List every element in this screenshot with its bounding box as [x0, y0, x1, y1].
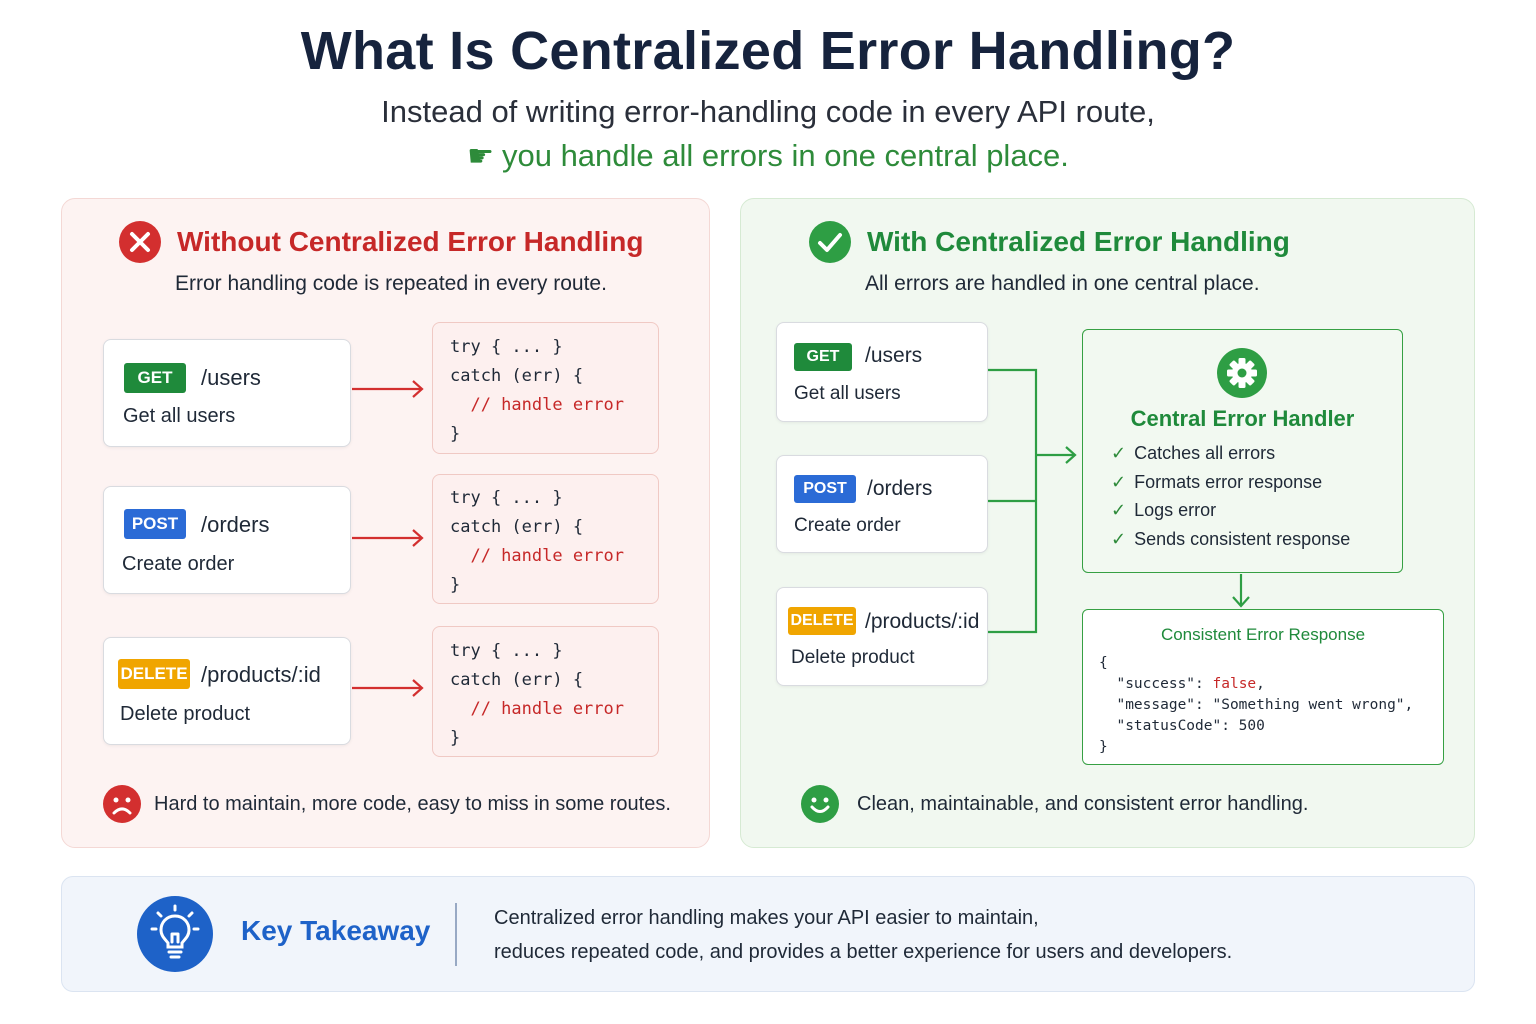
- route-card-post-orders[interactable]: POST /orders Create order: [776, 455, 988, 553]
- takeaway-title: Key Takeaway: [241, 915, 431, 946]
- divider: [455, 903, 457, 966]
- route-path: /orders: [867, 477, 933, 500]
- code-line: catch (err) {: [450, 366, 584, 386]
- page-subtitle: Instead of writing error-handling code i…: [381, 94, 1155, 129]
- code-block-try-catch: try { ... } catch (err) { // handle erro…: [432, 474, 659, 604]
- code-line: catch (err) {: [450, 670, 584, 690]
- route-card-delete-product[interactable]: DELETE /products/:id Delete product: [776, 587, 988, 686]
- code-comment: // handle error: [450, 395, 624, 415]
- handler-title: Central Error Handler: [1130, 406, 1355, 431]
- route-description: Get all users: [794, 383, 901, 404]
- without-footnote: Hard to maintain, more code, easy to mis…: [154, 793, 671, 815]
- code-line: }: [450, 728, 461, 748]
- handler-item-label: Sends consistent response: [1134, 529, 1351, 549]
- json-message-line: "message": "Something went wrong",: [1099, 697, 1414, 713]
- takeaway-line: reduces repeated code, and provides a be…: [494, 941, 1233, 963]
- green-connector: [988, 368, 1250, 634]
- method-badge-get: GET: [124, 363, 186, 393]
- route-description: Create order: [794, 515, 901, 536]
- code-line: try { ... }: [450, 641, 563, 661]
- checkmark-icon: ✓: [1111, 472, 1127, 492]
- method-badge-delete: DELETE: [788, 607, 856, 635]
- red-arrow: [352, 380, 424, 398]
- route-card-delete-product[interactable]: DELETE /products/:id Delete product: [103, 637, 351, 745]
- with-title: With Centralized Error Handling: [867, 226, 1290, 257]
- route-path: /users: [865, 344, 923, 367]
- handler-item-label: Catches all errors: [1134, 443, 1276, 463]
- without-subtitle: Error handling code is repeated in every…: [175, 272, 607, 295]
- checkmark-icon: ✓: [1111, 529, 1127, 549]
- with-subtitle: All errors are handled in one central pl…: [865, 272, 1260, 295]
- method-badge-post: POST: [794, 475, 856, 503]
- method-badge-get: GET: [794, 343, 852, 371]
- code-comment: // handle error: [450, 699, 624, 719]
- response-title: Consistent Error Response: [1160, 625, 1366, 644]
- subtitle-emphasis-text: you handle all errors in one central pla…: [501, 138, 1069, 173]
- central-error-handler: Central Error Handler ✓ Catches all error…: [1082, 329, 1403, 573]
- check-circle-icon: [809, 221, 851, 263]
- without-title: Without Centralized Error Handling: [177, 226, 644, 257]
- route-path: /orders: [201, 512, 270, 537]
- checkmark-icon: ✓: [1111, 443, 1127, 463]
- code-line: }: [450, 424, 461, 444]
- route-path: /products/:id: [865, 610, 980, 633]
- lightbulb-icon: [137, 896, 213, 972]
- json-success-line: "success": false,: [1099, 676, 1265, 692]
- code-block-try-catch: try { ... } catch (err) { // handle erro…: [432, 322, 659, 454]
- handler-item: ✓ Sends consistent response: [1111, 529, 1350, 550]
- code-line: try { ... }: [450, 337, 563, 357]
- json-status-line: "statusCode": 500: [1099, 718, 1265, 734]
- handler-item-label: Formats error response: [1134, 472, 1323, 492]
- route-description: Get all users: [123, 405, 236, 427]
- route-path: /products/:id: [201, 662, 321, 687]
- route-card-get-users[interactable]: GET /users Get all users: [776, 322, 988, 422]
- handler-item: ✓ Catches all errors: [1111, 443, 1275, 464]
- pointing-hand-icon: ☛: [467, 140, 494, 173]
- gear-icon: [1217, 348, 1267, 398]
- method-badge-post: POST: [124, 509, 186, 539]
- code-line: catch (err) {: [450, 517, 584, 537]
- red-arrow: [352, 529, 424, 547]
- code-line: }: [450, 575, 461, 595]
- code-line: try { ... }: [450, 488, 563, 508]
- json-false-value: false: [1212, 676, 1257, 692]
- sad-face-icon: [103, 785, 141, 823]
- route-card-post-orders[interactable]: POST /orders Create order: [103, 486, 351, 594]
- consistent-error-response: Consistent Error Response { "success": f…: [1082, 609, 1444, 765]
- route-description: Create order: [122, 553, 235, 575]
- route-card-get-users[interactable]: GET /users Get all users: [103, 339, 351, 447]
- page-subtitle-emphasis: ☛you handle all errors in one central pl…: [0, 138, 1536, 174]
- key-takeaway: Key Takeaway Centralized error handling …: [61, 876, 1475, 992]
- code-comment: // handle error: [450, 546, 624, 566]
- page-title: What Is Centralized Error Handling?: [300, 21, 1236, 81]
- takeaway-line: Centralized error handling makes your AP…: [494, 907, 1039, 929]
- red-arrow: [352, 679, 424, 697]
- handler-item: ✓ Formats error response: [1111, 472, 1322, 493]
- method-badge-delete: DELETE: [118, 659, 190, 689]
- smile-face-icon: [801, 785, 839, 823]
- route-description: Delete product: [120, 703, 251, 725]
- route-description: Delete product: [791, 647, 915, 668]
- with-footnote: Clean, maintainable, and consistent erro…: [857, 793, 1309, 815]
- json-key: "success":: [1099, 676, 1213, 692]
- route-path: /users: [201, 365, 261, 390]
- handler-item-label: Logs error: [1134, 500, 1217, 520]
- x-circle-icon: [119, 221, 161, 263]
- handler-item: ✓ Logs error: [1111, 500, 1216, 521]
- json-open: {: [1099, 655, 1108, 671]
- checkmark-icon: ✓: [1111, 500, 1127, 520]
- json-comma: ,: [1256, 676, 1265, 692]
- json-close: }: [1099, 739, 1108, 755]
- code-block-try-catch: try { ... } catch (err) { // handle erro…: [432, 626, 659, 757]
